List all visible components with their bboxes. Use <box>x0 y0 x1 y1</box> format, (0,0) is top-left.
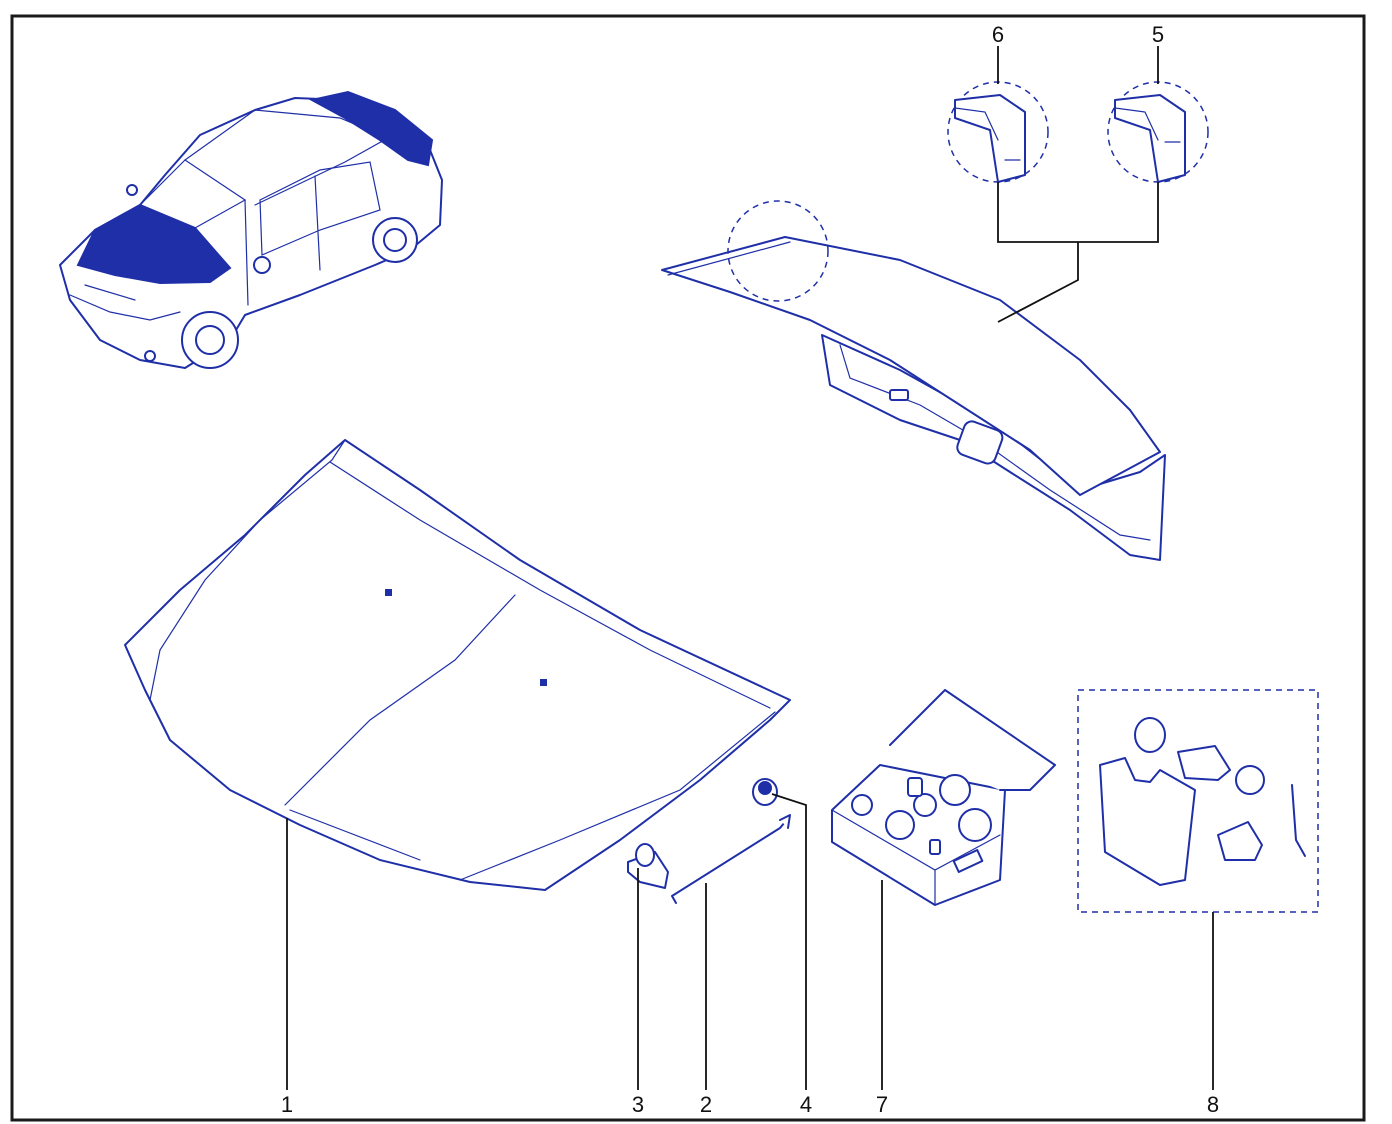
callout-5: 5 <box>1152 22 1164 47</box>
kit-box-illustration <box>831 689 1056 906</box>
callout-8: 8 <box>1207 1092 1219 1117</box>
callout-3: 3 <box>632 1092 644 1117</box>
emblem-detail-6 <box>947 81 1049 183</box>
callout-4: 4 <box>800 1092 812 1117</box>
trunk-lid-illustration <box>661 200 1166 561</box>
callout-1: 1 <box>281 1092 293 1117</box>
callout-2: 2 <box>700 1092 712 1117</box>
car-overview-illustration <box>59 90 443 369</box>
detail-circle-trunk <box>727 200 829 302</box>
callout-leaders <box>286 46 1214 1090</box>
callout-6: 6 <box>992 22 1004 47</box>
bumper-stop-illustration <box>752 778 778 806</box>
callout-7: 7 <box>876 1092 888 1117</box>
hood-highlight-icon <box>76 203 232 285</box>
hood-illustration <box>124 439 791 891</box>
lock-kit-illustration <box>1077 689 1319 913</box>
prop-rod-illustration <box>671 814 791 904</box>
